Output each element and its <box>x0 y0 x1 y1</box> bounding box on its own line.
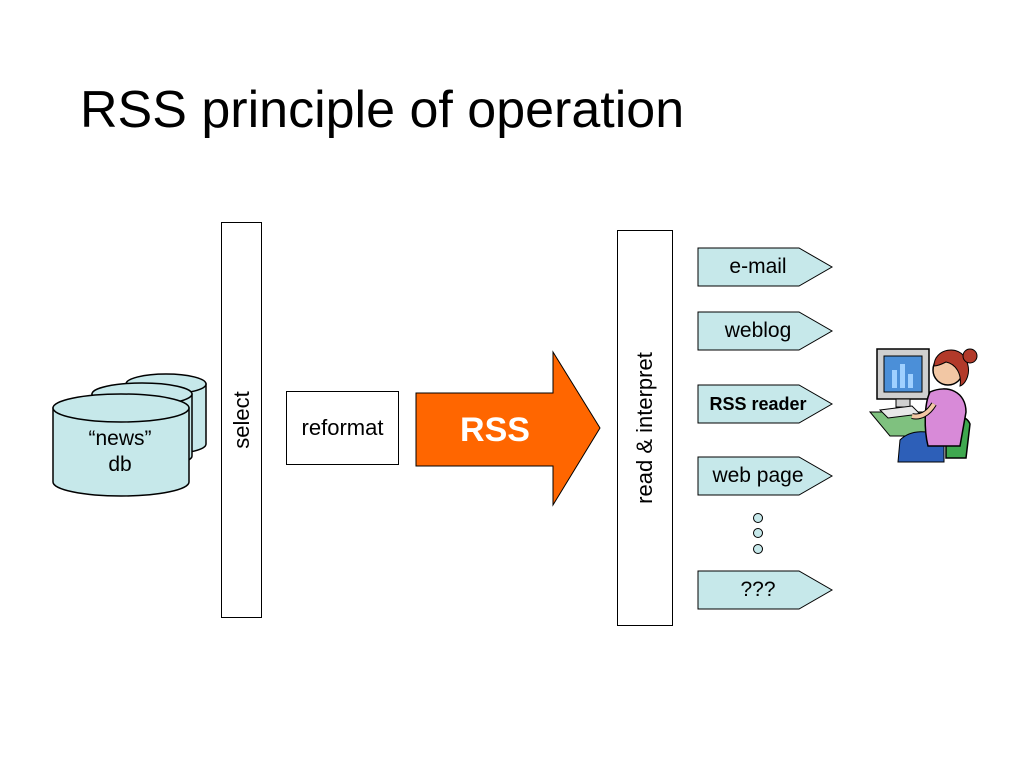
slide-title: RSS principle of operation <box>80 81 685 139</box>
output-tag-unknown <box>697 570 834 610</box>
database-label-line2: db <box>108 453 132 476</box>
select-label: select <box>228 391 254 449</box>
output-tag-email <box>697 247 834 287</box>
output-label-weblog: weblog <box>724 319 792 342</box>
reformat-label: reformat <box>301 415 384 440</box>
ellipsis-dots <box>753 513 763 554</box>
database-label-line1: “news” <box>88 427 152 450</box>
output-label-web-page: web page <box>712 464 804 487</box>
user-at-computer-icon <box>868 348 978 463</box>
output-tag-weblog <box>697 311 834 351</box>
database-cylinder-front <box>52 393 190 497</box>
output-tag-rss-reader <box>697 384 834 424</box>
database-label: “news” db <box>70 424 170 480</box>
output-label-email: e-mail <box>729 255 787 278</box>
read-interpret-label: read & interpret <box>632 352 657 504</box>
read-interpret-box: read & interpret <box>617 230 673 626</box>
output-label-unknown: ??? <box>740 578 776 601</box>
rss-arrow-label: RSS <box>460 410 530 449</box>
rss-arrow <box>415 350 601 507</box>
reformat-box: reformat <box>286 391 399 465</box>
output-label-rss-reader: RSS reader <box>709 393 807 414</box>
output-tag-web-page <box>697 456 834 496</box>
select-box: select <box>221 222 262 618</box>
